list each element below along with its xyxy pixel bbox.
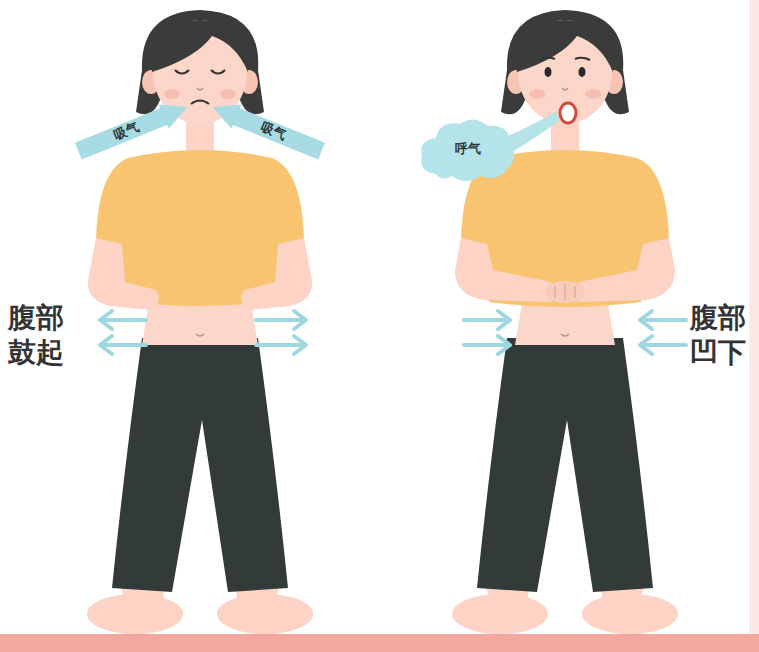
- node-text: 呼气: [455, 140, 481, 158]
- breath-stream: [508, 112, 560, 152]
- page-edge: [749, 0, 759, 652]
- figure-inhale: [87, 10, 313, 634]
- node-outline: [421, 119, 514, 181]
- floor: [0, 634, 759, 652]
- exhale-cloud: 呼气: [418, 116, 518, 182]
- side-label: 腹部 凹下: [690, 300, 756, 370]
- node-outline: [207, 95, 326, 163]
- side-label: 腹部 鼓起: [8, 300, 88, 370]
- node-outline: [73, 95, 192, 163]
- inward-arrows: [464, 311, 686, 354]
